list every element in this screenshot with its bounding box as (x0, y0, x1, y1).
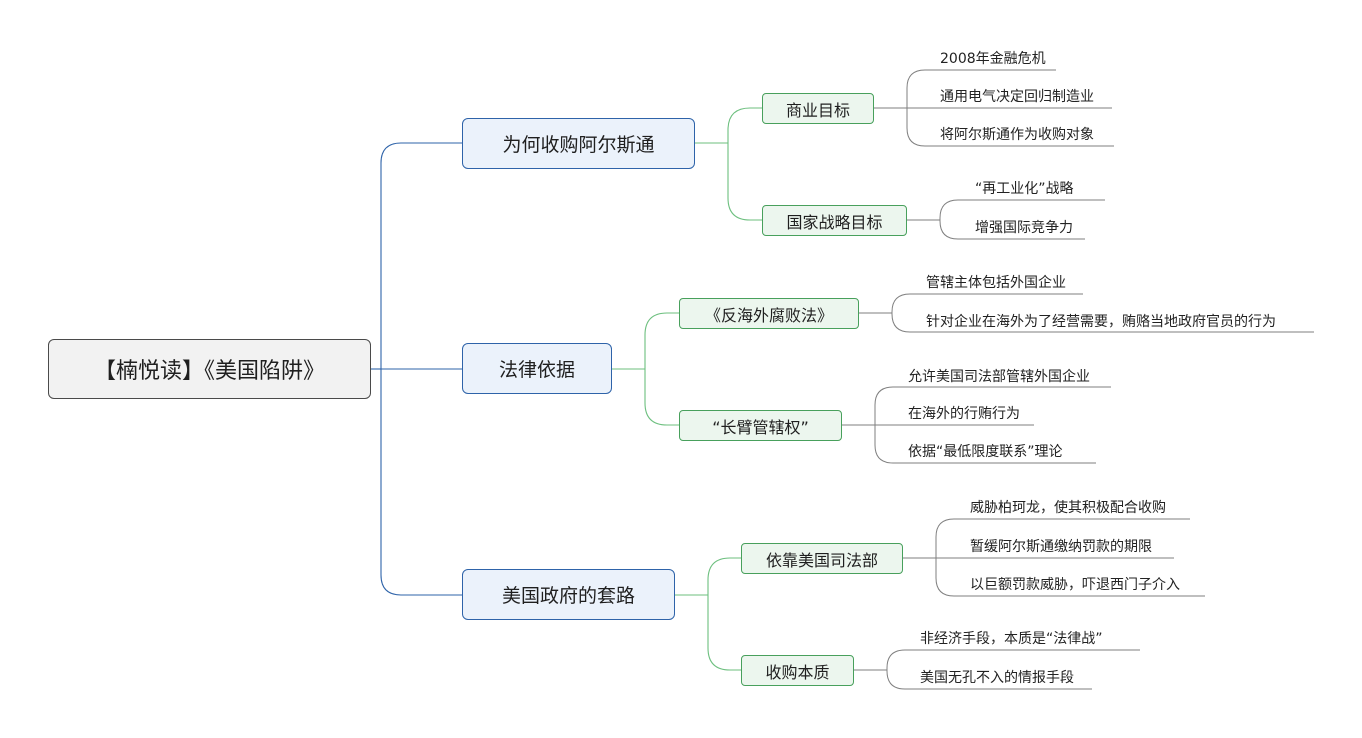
main-topic-legal-basis[interactable]: 法律依据 (462, 343, 612, 394)
subtopic-acquisition-essence[interactable]: 收购本质 (741, 655, 854, 686)
leaf-line-1 (939, 220, 1085, 240)
leaf-line-0 (874, 386, 1111, 425)
subtopic-national-strategy[interactable]: 国家战略目标 (762, 205, 907, 236)
leaf-minimum-contacts[interactable]: 依据“最低限度联系”理论 (908, 444, 1063, 460)
branch2-connector-0 (707, 557, 741, 595)
leaf-defer-fine[interactable]: 暂缓阿尔斯通缴纳罚款的期限 (970, 539, 1152, 555)
leaf-line-1 (891, 313, 1314, 333)
branch2-connector-1 (707, 595, 741, 671)
subtopic-long-arm-jurisdiction[interactable]: “长臂管辖权” (679, 410, 842, 441)
leaf-line-2 (874, 425, 1096, 464)
main-topic-why-acquire[interactable]: 为何收购阿尔斯通 (462, 118, 695, 169)
root-connector-2 (380, 369, 462, 596)
leaf-line-2 (906, 108, 1114, 147)
leaf-line-2 (935, 558, 1205, 597)
leaf-line-0 (906, 69, 1056, 108)
leaf-target-alstom[interactable]: 将阿尔斯通作为收购对象 (940, 127, 1094, 143)
leaf-threaten-pierucci[interactable]: 威胁柏珂龙，使其积极配合收购 (970, 500, 1166, 516)
main-topic-us-gov-tactics[interactable]: 美国政府的套路 (462, 569, 675, 620)
leaf-line-0 (886, 649, 1140, 670)
branch1-connector-1 (644, 369, 679, 426)
leaf-overseas-bribery[interactable]: 在海外的行贿行为 (908, 406, 1020, 422)
branch0-connector-1 (727, 143, 762, 221)
root-connector-0 (380, 142, 462, 369)
leaf-bribery-behavior[interactable]: 针对企业在海外为了经营需要，贿赂当地政府官员的行为 (926, 314, 1276, 330)
leaf-ge-manufacturing[interactable]: 通用电气决定回归制造业 (940, 89, 1094, 105)
leaf-line-0 (891, 293, 1083, 313)
branch0-connector-0 (727, 107, 762, 143)
subtopic-business-goal[interactable]: 商业目标 (762, 93, 874, 124)
subtopic-fcpa[interactable]: 《反海外腐败法》 (679, 298, 859, 329)
leaf-line-1 (886, 670, 1092, 690)
leaf-doj-jurisdiction[interactable]: 允许美国司法部管辖外国企业 (908, 369, 1090, 385)
branch1-connector-0 (644, 312, 679, 369)
leaf-reindustrialization[interactable]: “再工业化”战略 (975, 181, 1074, 197)
leaf-line-0 (939, 199, 1105, 220)
leaf-foreign-companies[interactable]: 管辖主体包括外国企业 (926, 275, 1066, 291)
subtopic-rely-on-doj[interactable]: 依靠美国司法部 (741, 543, 903, 574)
leaf-financial-crisis[interactable]: 2008年金融危机 (940, 51, 1046, 67)
leaf-line-0 (935, 518, 1190, 558)
leaf-intelligence[interactable]: 美国无孔不入的情报手段 (920, 670, 1074, 686)
root-topic[interactable]: 【楠悦读】《美国陷阱》 (48, 339, 371, 399)
leaf-legal-warfare[interactable]: 非经济手段，本质是“法律战” (920, 631, 1103, 647)
leaf-competitiveness[interactable]: 增强国际竞争力 (975, 220, 1073, 236)
leaf-deter-siemens[interactable]: 以巨额罚款威胁，吓退西门子介入 (970, 577, 1180, 593)
